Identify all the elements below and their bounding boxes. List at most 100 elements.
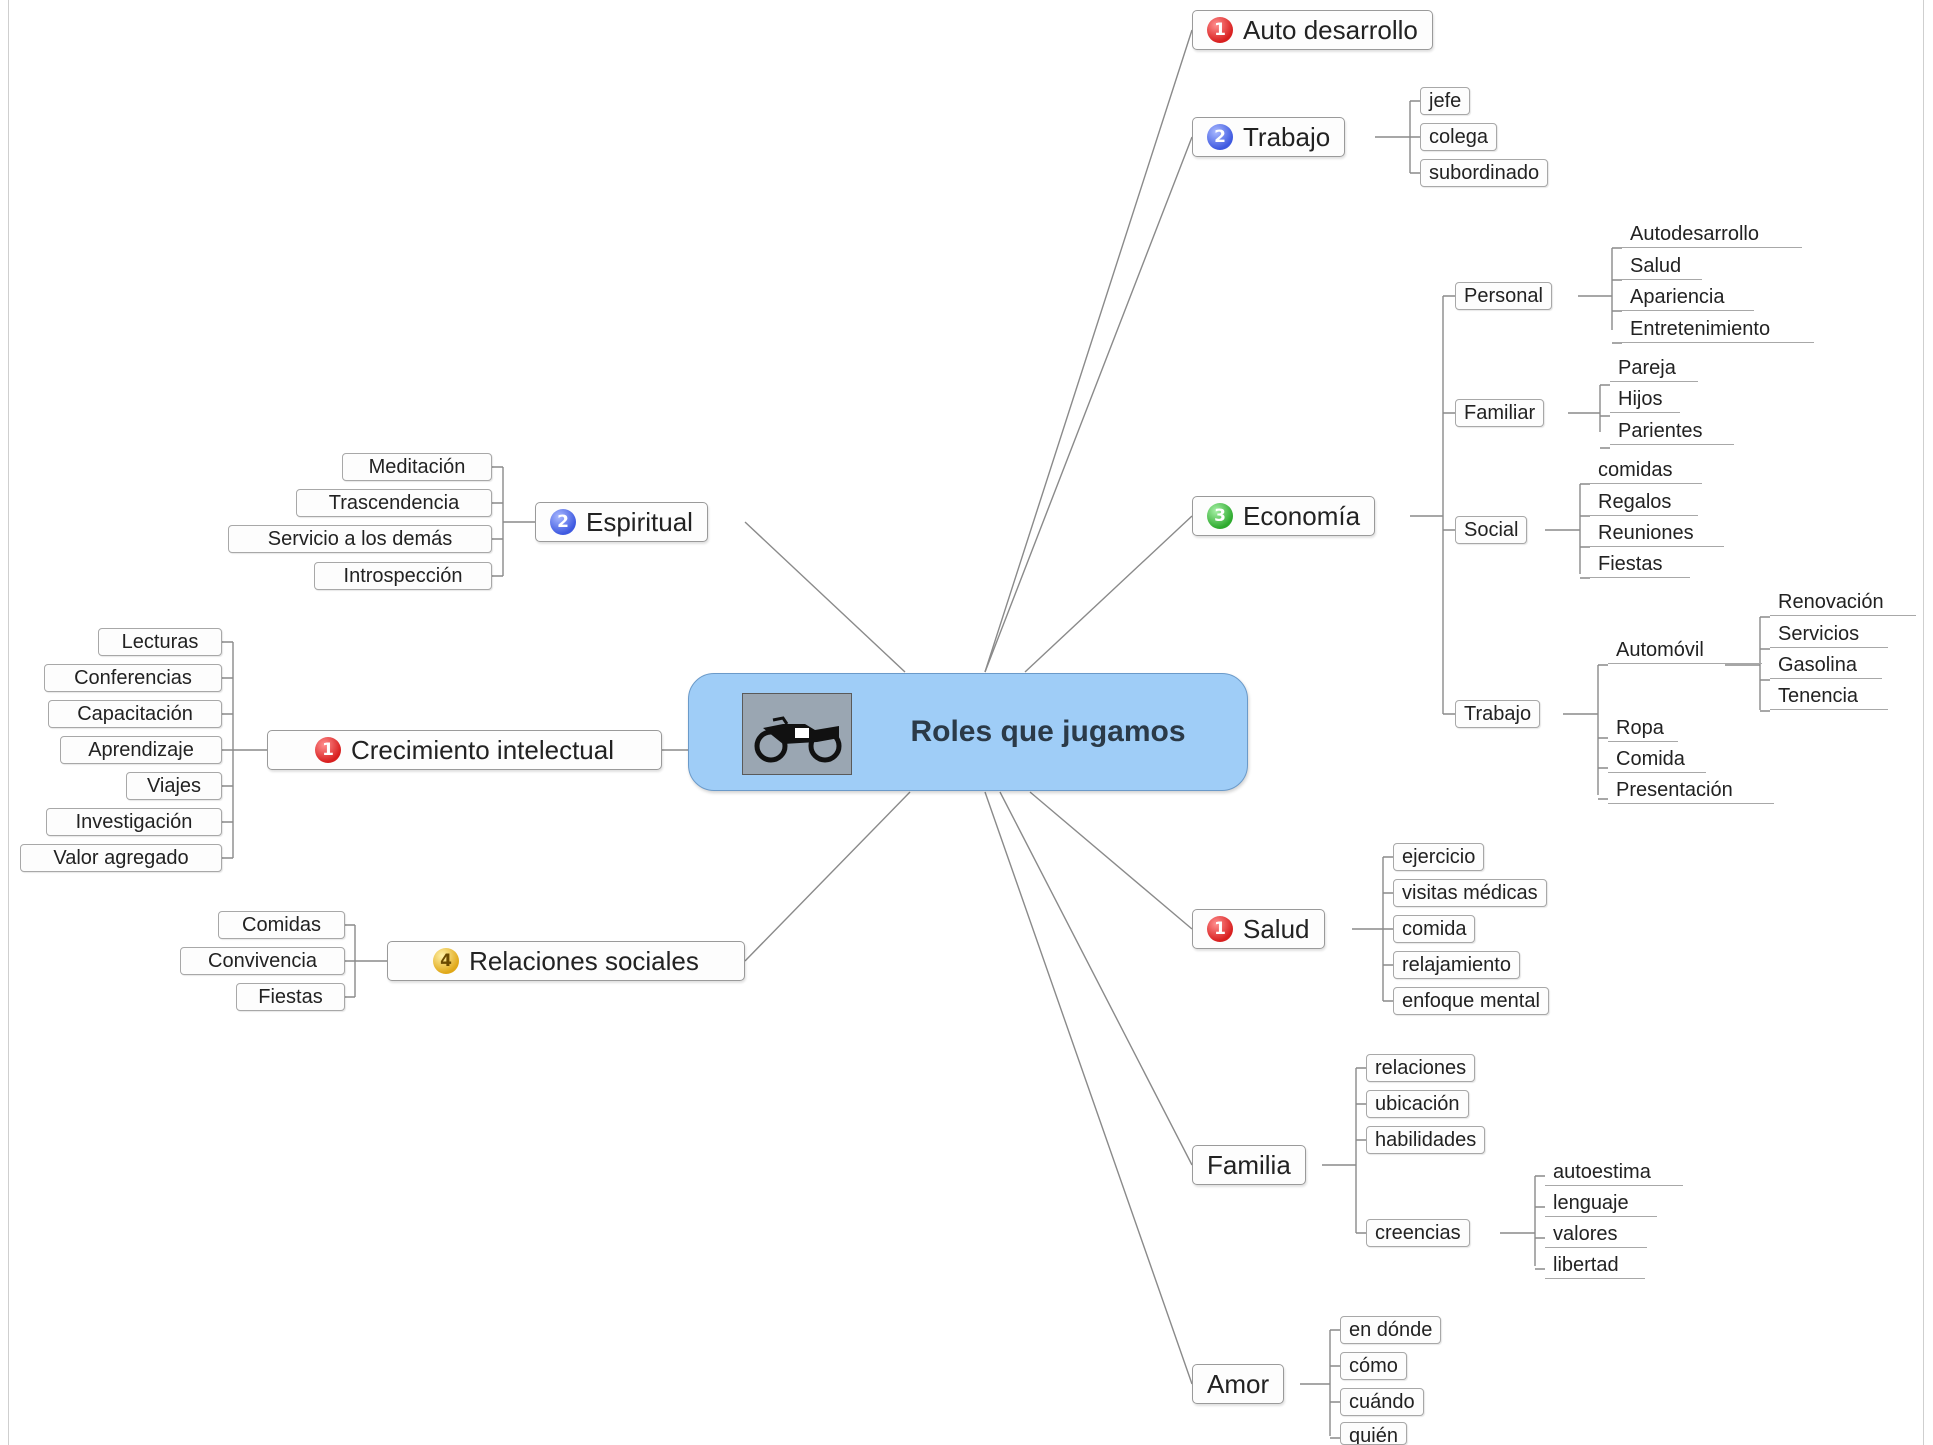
subtopic-label: Valor agregado xyxy=(53,846,189,869)
subtopic-label: enfoque mental xyxy=(1402,989,1540,1012)
leaf-lenguaje[interactable]: lenguaje xyxy=(1545,1191,1657,1217)
leaf-presentacion[interactable]: Presentación xyxy=(1608,778,1774,804)
central-topic-title: Roles que jugamos xyxy=(910,715,1186,748)
subtopic-meditacion[interactable]: Meditación xyxy=(342,453,492,481)
subtopic-relaciones[interactable]: relaciones xyxy=(1366,1054,1476,1082)
leaf-comidas[interactable]: comidas xyxy=(1590,458,1702,484)
subtopic-cuando[interactable]: cuándo xyxy=(1340,1388,1424,1416)
leaf-label: comidas xyxy=(1598,459,1673,481)
leaf-autodesarrollo[interactable]: Autodesarrollo xyxy=(1622,222,1802,248)
subtopic-enfoque-mental[interactable]: enfoque mental xyxy=(1393,987,1549,1015)
subtopic-capacitacion[interactable]: Capacitación xyxy=(48,700,222,728)
topic-familia[interactable]: Familia xyxy=(1192,1145,1306,1185)
leaf-regalos[interactable]: Regalos xyxy=(1590,490,1698,516)
subtopic-fiestas-rel[interactable]: Fiestas xyxy=(236,983,345,1011)
leaf-autoestima[interactable]: autoestima xyxy=(1545,1160,1683,1186)
subtopic-label: Fiestas xyxy=(258,985,323,1008)
subtopic-label: jefe xyxy=(1429,89,1462,112)
subtopic-label: Meditación xyxy=(368,455,466,478)
subtopic-lecturas[interactable]: Lecturas xyxy=(98,628,222,656)
subtopic-viajes[interactable]: Viajes xyxy=(126,772,222,800)
leaf-label: Comida xyxy=(1616,748,1685,770)
subtopic-trascendencia[interactable]: Trascendencia xyxy=(296,489,492,517)
topic-trabajo[interactable]: 2 Trabajo xyxy=(1192,117,1346,157)
subtopic-label: Convivencia xyxy=(208,949,317,972)
subtopic-colega[interactable]: colega xyxy=(1420,123,1497,151)
leaf-gasolina[interactable]: Gasolina xyxy=(1770,653,1882,679)
leaf-ropa[interactable]: Ropa xyxy=(1608,716,1678,742)
leaf-pareja[interactable]: Pareja xyxy=(1610,356,1698,382)
subtopic-investigacion[interactable]: Investigación xyxy=(46,808,222,836)
priority-3-icon: 3 xyxy=(1207,503,1233,529)
subtopic-servicio[interactable]: Servicio a los demás xyxy=(228,525,492,553)
leaf-label: Reuniones xyxy=(1598,522,1694,544)
leaf-salud[interactable]: Salud xyxy=(1622,254,1702,280)
topic-crecimiento-intelectual[interactable]: 1 Crecimiento intelectual xyxy=(267,730,662,770)
leaf-hijos[interactable]: Hijos xyxy=(1610,387,1680,413)
leaf-label: Presentación xyxy=(1616,779,1733,801)
subtopic-introspeccion[interactable]: Introspección xyxy=(314,562,492,590)
subtopic-comida[interactable]: comida xyxy=(1393,915,1476,943)
leaf-reuniones[interactable]: Reuniones xyxy=(1590,521,1724,547)
subtopic-en-donde[interactable]: en dónde xyxy=(1340,1316,1442,1344)
leaf-label: valores xyxy=(1553,1223,1618,1245)
leaf-valores[interactable]: valores xyxy=(1545,1222,1647,1248)
subtopic-valor-agregado[interactable]: Valor agregado xyxy=(20,844,222,872)
subtopic-visitas-medicas[interactable]: visitas médicas xyxy=(1393,879,1547,907)
subtopic-convivencia[interactable]: Convivencia xyxy=(180,947,345,975)
leaf-label: Tenencia xyxy=(1778,685,1859,707)
priority-1-icon: 1 xyxy=(1207,17,1233,43)
subtopic-ejercicio[interactable]: ejercicio xyxy=(1393,843,1485,871)
leaf-label: Ropa xyxy=(1616,717,1664,739)
topic-auto-desarrollo[interactable]: 1 Auto desarrollo xyxy=(1192,10,1433,50)
priority-2-icon: 2 xyxy=(550,509,576,535)
subtopic-ubicacion[interactable]: ubicación xyxy=(1366,1090,1469,1118)
leaf-label: Autodesarrollo xyxy=(1630,223,1759,245)
subtopic-label: Lecturas xyxy=(121,630,199,653)
subtopic-jefe[interactable]: jefe xyxy=(1420,87,1471,115)
leaf-entretenimiento[interactable]: Entretenimiento xyxy=(1622,317,1814,343)
leaf-tenencia[interactable]: Tenencia xyxy=(1770,684,1888,710)
leaf-comida[interactable]: Comida xyxy=(1608,747,1706,773)
leaf-label: lenguaje xyxy=(1553,1192,1629,1214)
leaf-servicios[interactable]: Servicios xyxy=(1770,622,1888,648)
leaf-fiestas[interactable]: Fiestas xyxy=(1590,552,1690,578)
topic-label: Familia xyxy=(1207,1149,1291,1180)
leaf-parientes[interactable]: Parientes xyxy=(1610,419,1734,445)
topic-economia[interactable]: 3 Economía xyxy=(1192,496,1376,536)
subtopic-trabajo-economia[interactable]: Trabajo xyxy=(1455,700,1541,728)
subtopic-relajamiento[interactable]: relajamiento xyxy=(1393,951,1520,979)
priority-4-icon: 4 xyxy=(433,948,460,974)
subtopic-label: colega xyxy=(1429,125,1488,148)
subtopic-label: visitas médicas xyxy=(1402,881,1538,904)
subtopic-comidas-rel[interactable]: Comidas xyxy=(218,911,345,939)
leaf-apariencia[interactable]: Apariencia xyxy=(1622,285,1754,311)
topic-label: Trabajo xyxy=(1243,121,1331,152)
leaf-renovacion[interactable]: Renovación xyxy=(1770,590,1916,616)
subtopic-label: Social xyxy=(1464,518,1519,541)
subtopic-subordinado[interactable]: subordinado xyxy=(1420,159,1549,187)
leaf-automovil[interactable]: Automóvil xyxy=(1608,638,1762,664)
subtopic-habilidades[interactable]: habilidades xyxy=(1366,1126,1486,1154)
topic-label: Auto desarrollo xyxy=(1243,14,1418,45)
subtopic-quien[interactable]: quién xyxy=(1340,1422,1407,1445)
leaf-label: Pareja xyxy=(1618,357,1676,379)
subtopic-personal[interactable]: Personal xyxy=(1455,282,1552,310)
subtopic-social[interactable]: Social xyxy=(1455,516,1528,544)
mindmap-canvas xyxy=(8,0,1924,1445)
topic-salud[interactable]: 1 Salud xyxy=(1192,909,1325,949)
subtopic-como[interactable]: cómo xyxy=(1340,1352,1407,1380)
topic-amor[interactable]: Amor xyxy=(1192,1364,1285,1404)
subtopic-label: Servicio a los demás xyxy=(267,527,453,550)
subtopic-familiar[interactable]: Familiar xyxy=(1455,399,1545,427)
leaf-label: Renovación xyxy=(1778,591,1884,613)
leaf-libertad[interactable]: libertad xyxy=(1545,1253,1645,1279)
subtopic-creencias[interactable]: creencias xyxy=(1366,1219,1470,1247)
subtopic-aprendizaje[interactable]: Aprendizaje xyxy=(60,736,222,764)
subtopic-conferencias[interactable]: Conferencias xyxy=(44,664,222,692)
topic-relaciones-sociales[interactable]: 4 Relaciones sociales xyxy=(387,941,745,981)
topic-label: Amor xyxy=(1207,1368,1270,1399)
leaf-label: libertad xyxy=(1553,1254,1619,1276)
topic-espiritual[interactable]: 2 Espiritual xyxy=(535,502,708,542)
subtopic-label: relaciones xyxy=(1375,1056,1467,1079)
